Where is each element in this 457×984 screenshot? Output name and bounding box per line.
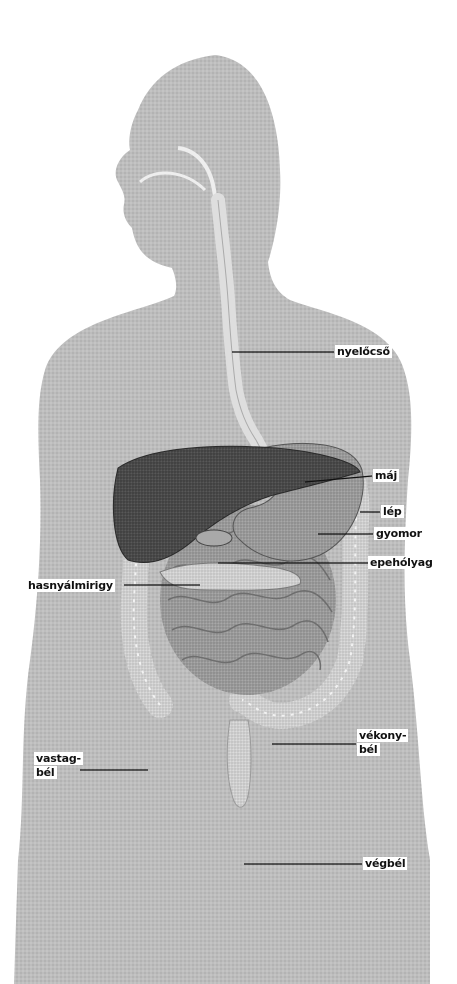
label-nyelocso: nyelőcső — [335, 345, 392, 358]
label-lep: lép — [381, 505, 404, 518]
label-vekonybel-line2: bél — [357, 743, 380, 756]
label-hasnyalmirigy: hasnyálmirigy — [26, 579, 115, 592]
label-vekonybel-line1: vékony- — [357, 729, 408, 742]
label-vegbel: végbél — [363, 857, 407, 870]
label-vastagbel-line1: vastag- — [34, 752, 83, 765]
label-maj: máj — [373, 469, 399, 482]
label-gyomor: gyomor — [374, 527, 424, 540]
label-vastagbel-line2: bél — [34, 766, 57, 779]
gallbladder — [196, 530, 232, 546]
label-epeholyag: epehólyag — [368, 556, 435, 569]
